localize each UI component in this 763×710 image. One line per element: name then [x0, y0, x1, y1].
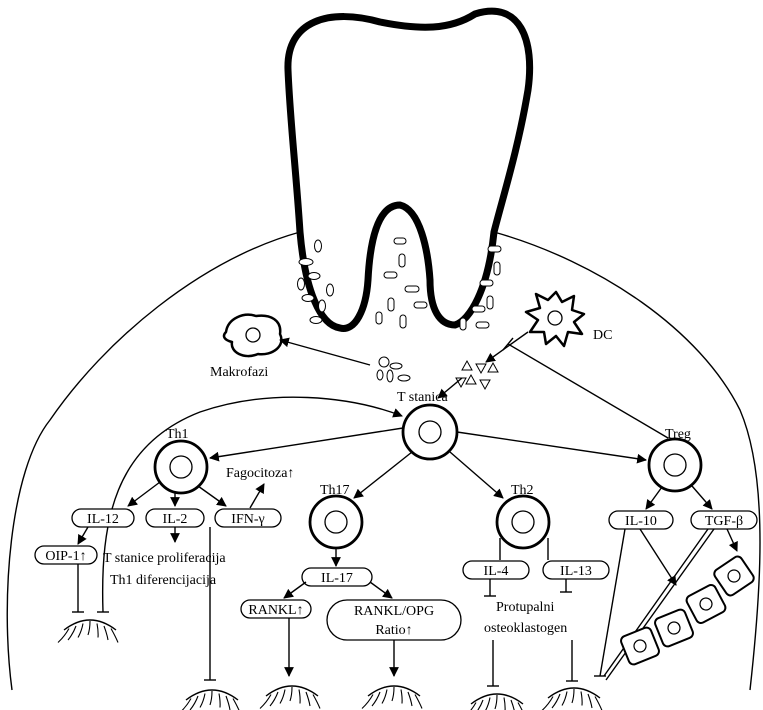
fagocitoza-label: Fagocitoza↑ — [226, 466, 294, 481]
arrow-th1-ifn — [198, 486, 226, 506]
il2-box: IL-2 — [146, 509, 204, 527]
th17-label: Th17 — [320, 483, 350, 498]
il17-label: IL-17 — [321, 571, 353, 586]
osteoclast-icon — [260, 686, 320, 709]
tooth-icon — [288, 11, 530, 328]
arrow-treg-il10 — [646, 487, 662, 509]
arrow-il17-rankl — [284, 582, 306, 598]
osteoclast-icon — [465, 694, 525, 710]
tgfb-box: TGF-β — [691, 511, 757, 529]
oip-label: OIP-1↑ — [45, 549, 86, 564]
makrofazi-label: Makrofazi — [210, 365, 268, 380]
arrow-antigen-to-tcell — [438, 378, 462, 398]
inhibit-il10-osteoclast — [600, 529, 625, 676]
th2-label: Th2 — [511, 483, 534, 498]
arrow-ifn-fagocitoza — [250, 484, 264, 508]
protu-line-2: osteoklastogen — [484, 621, 567, 636]
rankl-box: RANKL↑ — [241, 600, 311, 618]
il13-box: IL-13 — [543, 561, 609, 579]
th2-cell-icon — [497, 496, 549, 548]
th1-label: Th1 — [166, 427, 189, 442]
il4-box: IL-4 — [463, 561, 529, 579]
arrow-tcell-th2 — [450, 452, 503, 498]
il13-label: IL-13 — [560, 564, 592, 579]
ifn-box: IFN-γ — [215, 509, 281, 527]
il12-label: IL-12 — [87, 512, 119, 527]
il10-box: IL-10 — [609, 511, 673, 529]
osteoblast-row — [620, 555, 756, 666]
oip-box: OIP-1↑ — [35, 546, 97, 564]
bacteria-cluster-center — [376, 238, 427, 328]
osteoclast-icon — [58, 620, 118, 643]
arrow-treg-tgfb — [692, 486, 712, 509]
arrow-tcell-th17 — [354, 452, 412, 498]
dendritic-cell-icon — [526, 292, 584, 346]
t-stanica-label: T stanica — [397, 390, 448, 405]
arrow-tcell-th1 — [210, 428, 403, 458]
arrow-to-makrofazi — [280, 340, 370, 365]
prolif-line-2: Th1 diferencijacija — [110, 573, 217, 588]
arrow-tcell-treg — [457, 432, 646, 460]
arrow-tgfb-osteoblast — [727, 529, 737, 551]
il17-box: IL-17 — [302, 568, 372, 586]
il4-label: IL-4 — [484, 564, 509, 579]
treg-cell-icon — [649, 439, 701, 491]
bacteria-small — [377, 357, 410, 382]
macrophage-icon — [224, 315, 281, 356]
t-cell-icon — [403, 405, 457, 459]
osteoclast-icon — [180, 690, 240, 710]
tgfb-label: TGF-β — [705, 514, 743, 529]
ratio-box: RANKL/OPG Ratio↑ — [327, 600, 461, 640]
ratio-line-1: RANKL/OPG — [354, 604, 434, 619]
osteoclast-icon — [542, 688, 602, 710]
il10-label: IL-10 — [625, 514, 657, 529]
ratio-line-2: Ratio↑ — [375, 623, 412, 638]
il12-box: IL-12 — [72, 509, 134, 527]
arrow-th1-il12 — [128, 482, 160, 506]
treg-label: Treg — [665, 427, 691, 442]
arrow-il10-osteoblast — [640, 529, 676, 585]
arrow-dc-to-antigen — [486, 332, 528, 362]
prolif-line-1: T stanice proliferacija — [103, 551, 226, 566]
arrow-il17-ratio — [370, 582, 392, 598]
antigen-triangles — [456, 361, 498, 389]
inhibit-treg-dc — [508, 344, 668, 438]
osteoclast-icon — [362, 686, 422, 709]
protu-line-1: Protupalni — [496, 600, 554, 615]
ifn-label: IFN-γ — [231, 512, 264, 527]
il2-label: IL-2 — [163, 512, 188, 527]
arrow-il12-oip — [78, 527, 88, 544]
th1-cell-icon — [155, 441, 207, 493]
dc-label: DC — [593, 328, 612, 343]
rankl-label: RANKL↑ — [248, 603, 303, 618]
th17-cell-icon — [310, 496, 362, 548]
